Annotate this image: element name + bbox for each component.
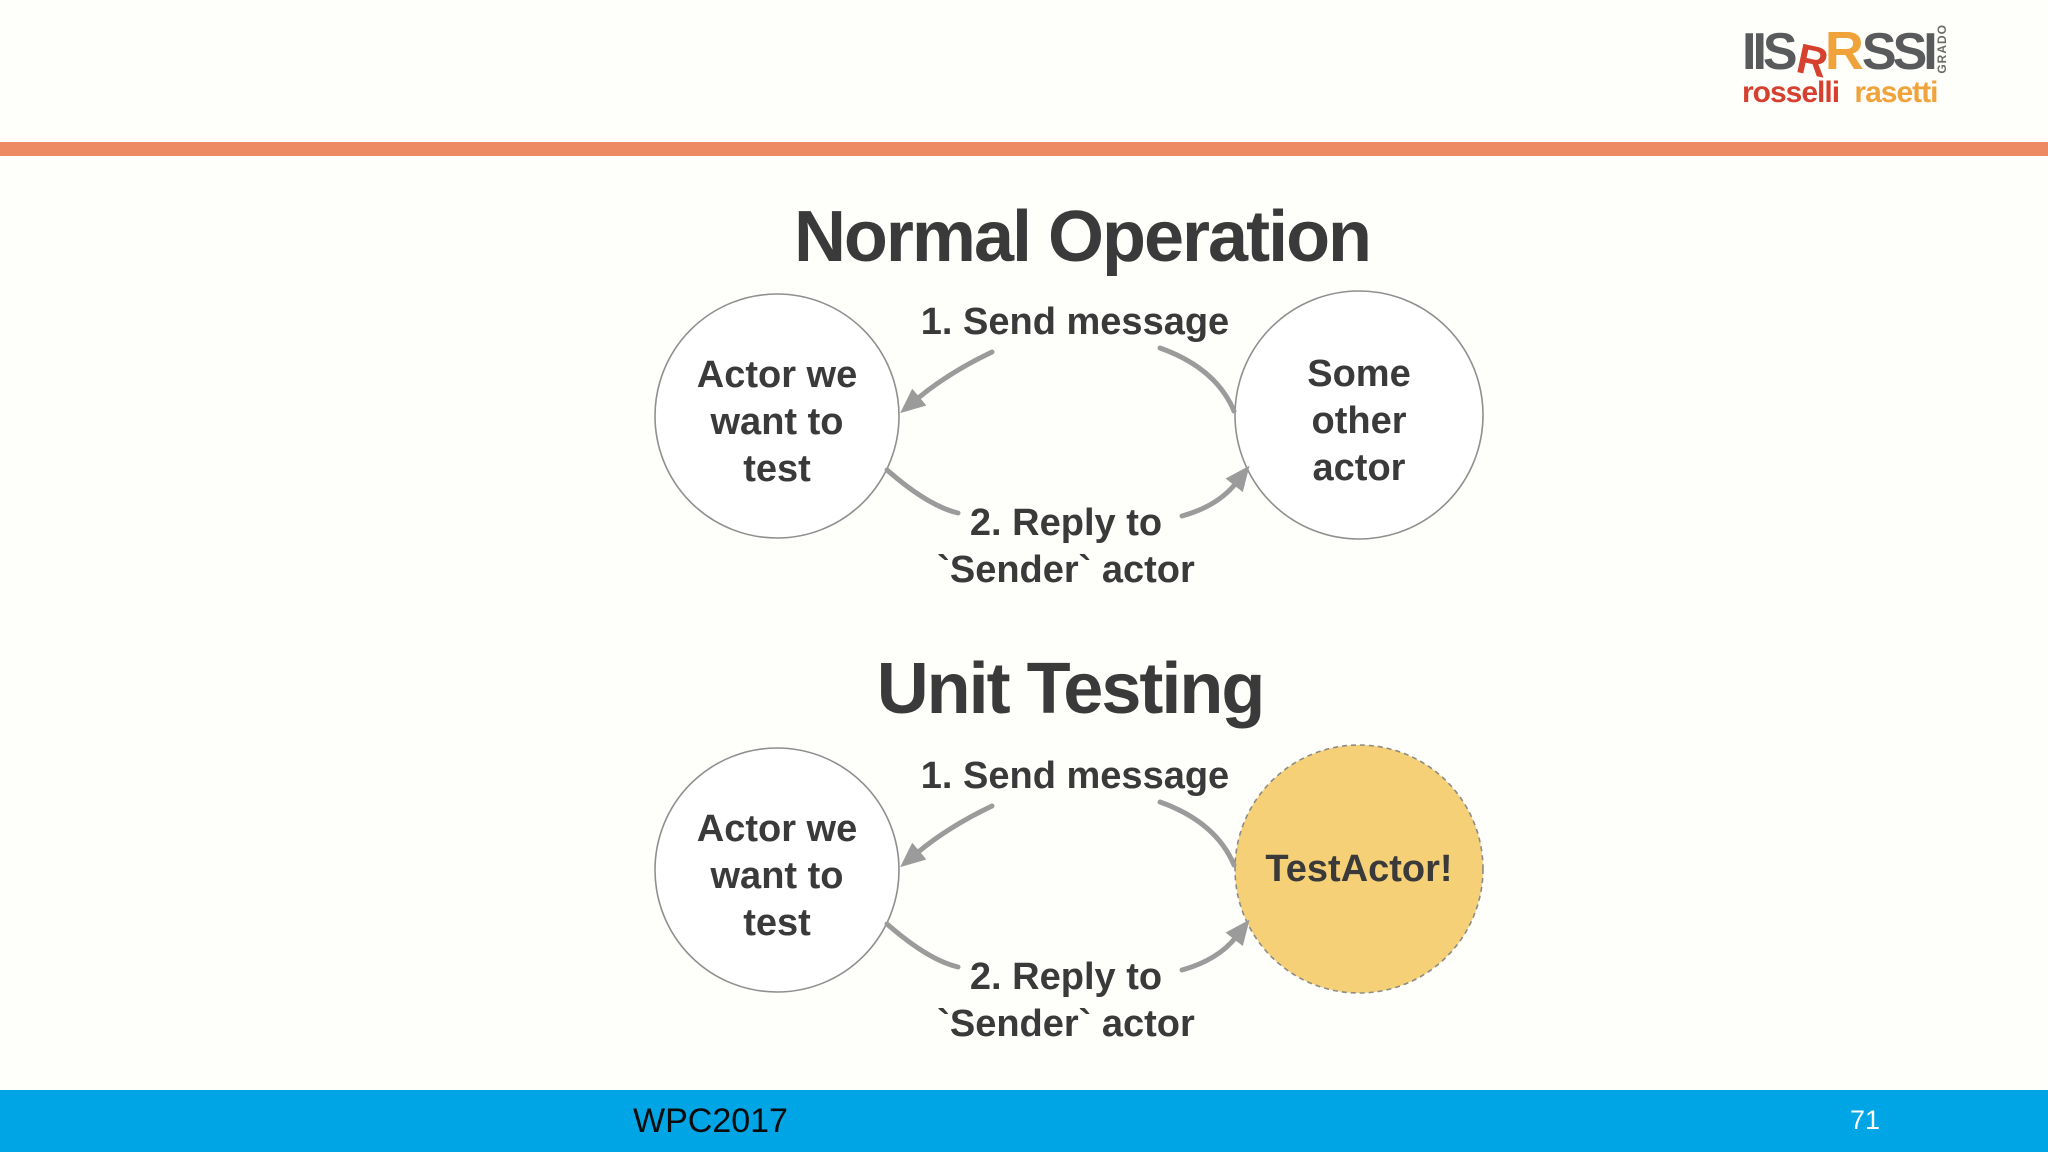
testactor-circle: [1234, 744, 1484, 994]
reply-to-sender-label: 2. Reply to `Sender` actor: [937, 956, 1195, 1045]
orange-divider: [0, 142, 2048, 156]
logo-r-orange-letter: R: [1824, 21, 1864, 81]
section-title-unit-testing: Unit Testing: [876, 649, 1266, 729]
actor-under-test-label: Actor we want to test: [696, 354, 858, 490]
some-other-actor-label: Some other actor: [1307, 353, 1411, 489]
actor-under-test-label: Actor we want to test: [696, 808, 858, 944]
footer-bar: WPC2017 71: [0, 1090, 2048, 1152]
school-logo: IIS R R SSI GRADO rosselli rasetti: [1742, 21, 1949, 110]
some-other-actor-circle: [1234, 290, 1484, 540]
send-message-arrow: [900, 349, 995, 414]
reply-arrow-tail: [884, 467, 961, 516]
reply-arrow: [1179, 919, 1250, 973]
section-title-normal-operation: Normal Operation: [793, 197, 1372, 277]
normal-operation-diagram: [654, 290, 1484, 540]
logo-rosselli-text: rosselli: [1742, 76, 1840, 109]
reply-arrow-tail: [884, 921, 961, 970]
testactor-label: TestActor!: [1265, 848, 1453, 890]
reply-to-sender-label: 2. Reply to `Sender` actor: [937, 502, 1195, 591]
school-logo-name: rosselli rasetti: [1742, 76, 1948, 110]
unit-testing-diagram: [654, 744, 1484, 994]
send-message-arrow-tail: [1157, 799, 1237, 868]
logo-grado-text: GRADO: [1934, 24, 1949, 74]
send-message-arrow-tail: [1157, 345, 1237, 414]
logo-iis-text: IIS: [1742, 23, 1798, 81]
logo-ssi-text: SSI: [1861, 23, 1938, 81]
logo-rasetti-text: rasetti: [1854, 76, 1938, 109]
send-message-label: 1. Send message: [920, 755, 1230, 797]
school-logo-acronym: IIS R R SSI GRADO: [1742, 21, 1949, 87]
footer-event-label: WPC2017: [633, 1102, 788, 1140]
reply-arrow: [1179, 465, 1250, 519]
actor-under-test-circle: [654, 293, 900, 539]
send-message-arrow: [900, 803, 995, 868]
actor-under-test-circle: [654, 747, 900, 993]
send-message-label: 1. Send message: [920, 301, 1230, 343]
page-number: 71: [1849, 1105, 1880, 1135]
